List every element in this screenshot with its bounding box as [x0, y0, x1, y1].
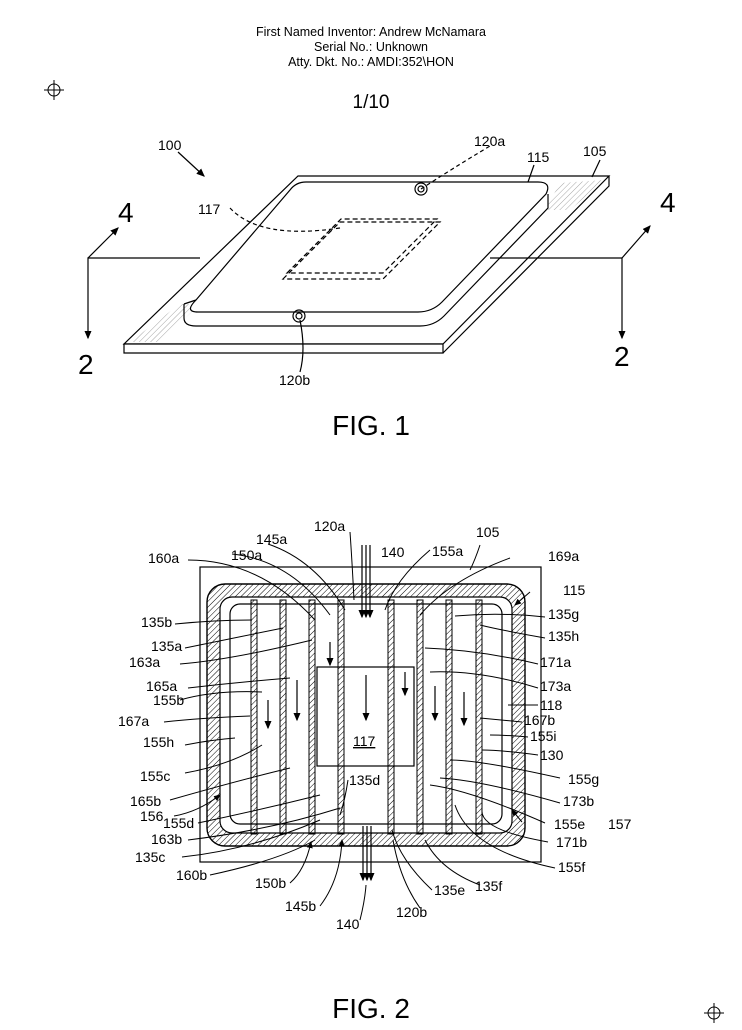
fig2-drawing [163, 531, 561, 921]
label-167a: 167a [118, 713, 149, 729]
label-155c: 155c [140, 768, 170, 784]
fig1-drawing [84, 145, 651, 373]
fig2-caption: FIG. 2 [332, 993, 410, 1024]
label-156: 156 [140, 808, 164, 824]
label-145b: 145b [285, 898, 316, 914]
label-157: 157 [608, 816, 632, 832]
label-155d: 155d [163, 815, 194, 831]
label-169a: 169a [548, 548, 579, 564]
label-135e: 135e [434, 882, 465, 898]
label-173a: 173a [540, 678, 571, 694]
label-120a: 120a [314, 518, 345, 534]
label-118: 118 [540, 697, 563, 713]
docket-line: Atty. Dkt. No.: AMDI:352\HON [288, 55, 454, 69]
label-130: 130 [540, 747, 564, 763]
fins [250, 599, 483, 835]
label-171a: 171a [540, 654, 571, 670]
label-135c: 135c [135, 849, 165, 865]
label-160a: 160a [148, 550, 179, 566]
label-155f: 155f [558, 859, 585, 875]
label-145a: 145a [256, 531, 287, 547]
label-117: 117 [198, 201, 221, 217]
label-115: 115 [563, 582, 586, 598]
substrate-edge [123, 343, 444, 354]
label-171b: 171b [556, 834, 587, 850]
die-117 [285, 218, 439, 274]
section-4-left: 4 [118, 197, 134, 228]
label-155g: 155g [568, 771, 599, 787]
label-105: 105 [583, 143, 607, 159]
label-115: 115 [527, 149, 550, 165]
lid-115 [189, 181, 549, 313]
label-135g: 135g [548, 606, 579, 622]
label-100: 100 [158, 137, 182, 153]
label-155i: 155i [530, 728, 556, 744]
label-135b: 135b [141, 614, 172, 630]
label-135h: 135h [548, 628, 579, 644]
label-120b: 120b [396, 904, 427, 920]
section-2-right: 2 [614, 341, 630, 372]
label-140-bottom: 140 [336, 916, 360, 932]
label-135d: 135d [349, 772, 380, 788]
registration-mark-icon [44, 80, 64, 100]
label-173b: 173b [563, 793, 594, 809]
label-120b: 120b [279, 372, 310, 388]
label-105: 105 [476, 524, 500, 540]
label-120a: 120a [474, 133, 505, 149]
label-155h: 155h [143, 734, 174, 750]
label-155a: 155a [432, 543, 463, 559]
label-165b: 165b [130, 793, 161, 809]
label-117: 117 [353, 733, 376, 749]
label-140-top: 140 [381, 544, 405, 560]
page-number: 1/10 [352, 92, 390, 113]
label-167b: 167b [524, 712, 555, 728]
section-4-right: 4 [660, 187, 676, 218]
label-155b: 155b [153, 692, 184, 708]
port-120a [414, 182, 428, 196]
label-163b: 163b [151, 831, 182, 847]
port-120b [292, 309, 306, 323]
fig1-caption: FIG. 1 [332, 410, 410, 441]
inventor-line: First Named Inventor: Andrew McNamara [256, 25, 486, 39]
label-150b: 150b [255, 875, 286, 891]
label-155e: 155e [554, 816, 585, 832]
label-160b: 160b [176, 867, 207, 883]
serial-line: Serial No.: Unknown [314, 40, 428, 54]
label-163a: 163a [129, 654, 160, 670]
section-2-left: 2 [78, 349, 94, 380]
label-135a: 135a [151, 638, 182, 654]
label-135f: 135f [475, 878, 502, 894]
registration-mark-icon [704, 1003, 724, 1023]
label-150a: 150a [231, 547, 262, 563]
label-165a: 165a [146, 678, 177, 694]
